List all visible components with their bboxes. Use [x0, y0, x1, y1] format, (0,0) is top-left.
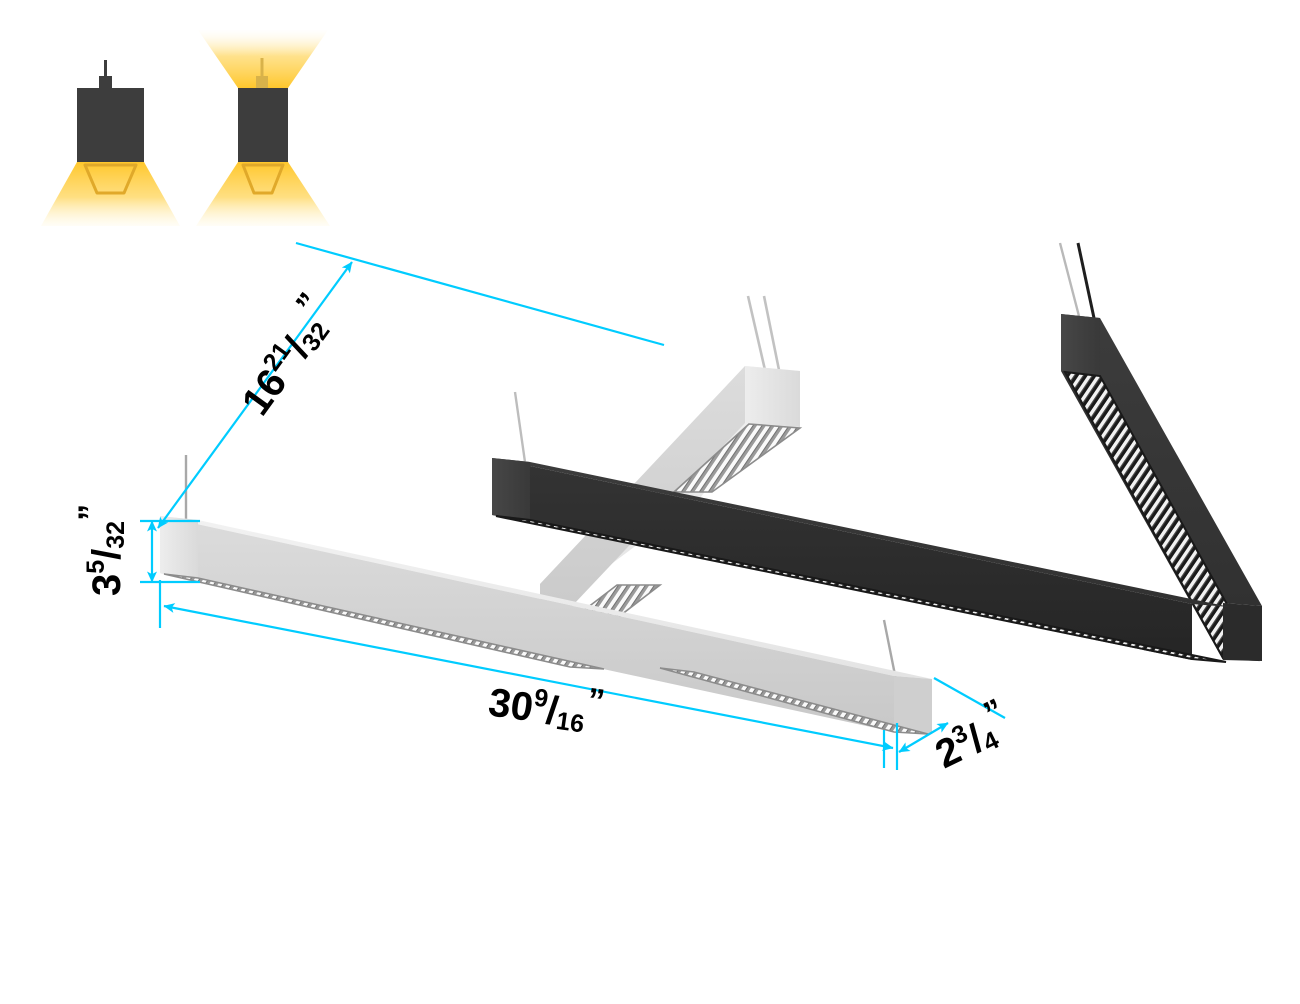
svg-text:1621/32”: 1621/32”: [223, 286, 345, 424]
length-whole: 30: [486, 680, 536, 730]
suspension-cable: [513, 391, 527, 463]
dimension-label-height: 35/32”: [72, 504, 130, 596]
dimension-length: [158, 580, 899, 770]
dimension-label-depth: 1621/32”: [223, 286, 345, 424]
louver-outline: [671, 423, 803, 493]
dimension-line: [157, 261, 353, 529]
dimension-depth: [157, 241, 665, 529]
fixture-white-rear: [540, 295, 803, 649]
width-unit: ”: [978, 692, 1010, 734]
luminaire-body: [77, 88, 144, 162]
extension-line: [295, 241, 665, 347]
fixture-black-middle: [492, 391, 1230, 663]
end-cap: [1061, 314, 1100, 375]
stem-block: [99, 76, 112, 89]
reflector-outline: [241, 163, 285, 195]
luminaire-body: [238, 88, 288, 162]
top-face: [1061, 314, 1262, 606]
suspension-cable: [746, 295, 767, 371]
pictogram-direct-downlight: [41, 60, 180, 226]
height-numerator: 5: [82, 560, 110, 574]
dimension-height: [140, 519, 200, 584]
side-face: [492, 458, 1192, 660]
top-face: [492, 458, 1230, 607]
end-cap: [745, 366, 800, 427]
suspension-cable: [1058, 242, 1082, 321]
reflector-outline: [83, 163, 138, 195]
height-denominator: 32: [102, 521, 130, 549]
length-denominator: 16: [554, 707, 585, 739]
louver-aperture-upper: [674, 424, 800, 492]
extension-line-far: [933, 677, 1006, 719]
svg-text:309/16”: 309/16”: [486, 667, 607, 740]
stem-block: [256, 76, 268, 88]
svg-text:23/4”: 23/4”: [923, 692, 1019, 778]
length-numerator: 9: [532, 684, 550, 714]
louver-aperture: [1065, 372, 1258, 660]
end-cap-far: [894, 676, 932, 734]
length-unit: ”: [585, 681, 607, 721]
louver-outline: [495, 515, 1227, 663]
dimension-line: [898, 722, 949, 753]
end-cap: [492, 458, 530, 519]
pictogram-direct-indirect: [196, 30, 330, 226]
dimension-label-length: 309/16”: [486, 667, 607, 740]
dimension-label-width: 23/4”: [923, 692, 1019, 778]
end-cap-far: [1223, 603, 1262, 661]
suspension-cable: [1076, 242, 1096, 319]
fixture-black-rear: [1058, 242, 1262, 662]
end-cap: [160, 516, 198, 577]
depth-whole: 16: [234, 361, 296, 423]
dimension-width: [882, 677, 1006, 768]
height-unit: ”: [72, 504, 110, 521]
depth-unit: ”: [289, 286, 330, 322]
height-whole: 3: [85, 574, 129, 596]
dimension-line: [163, 603, 894, 751]
svg-text:35/32”: 35/32”: [72, 504, 130, 596]
suspension-cable: [762, 295, 781, 371]
